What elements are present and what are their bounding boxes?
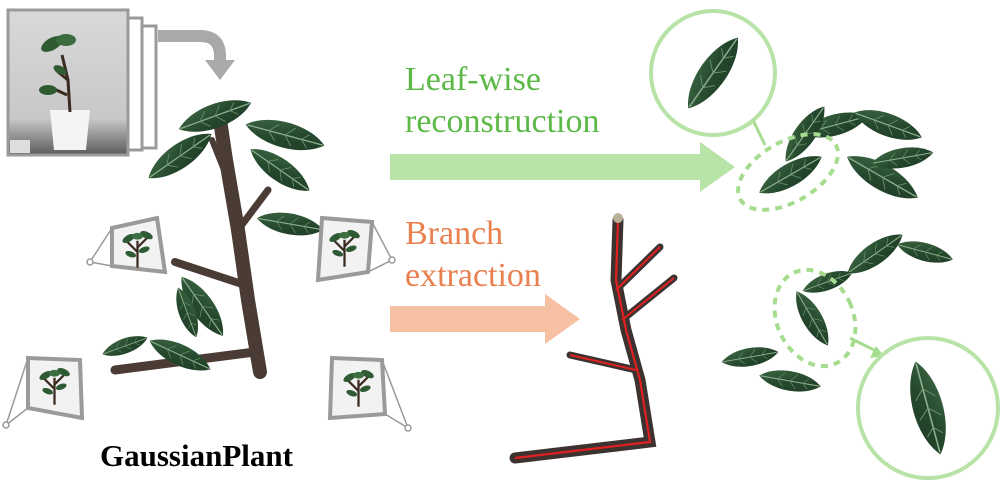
leaf-reconstruction-arrow (390, 142, 735, 192)
branch-extraction-label-line1: Branch (405, 215, 504, 252)
leaf-reconstruction-label-line1: Leaf-wise (405, 61, 541, 98)
leaf-reconstruction-label-line2: reconstruction (405, 103, 600, 140)
branch-extraction-arrow (390, 294, 580, 344)
camera-bottom-left (2, 355, 85, 429)
input-arrow (158, 30, 226, 60)
camera-bottom-right (327, 355, 412, 432)
input-image-stack (6, 8, 158, 157)
input-arrow-head (205, 60, 235, 80)
method-title: GaussianPlant (100, 438, 293, 473)
branch-extraction-label-line2: extraction (405, 257, 541, 294)
gaussian-plant-render (99, 90, 329, 380)
leaf-zoom-top (649, 9, 777, 137)
leaf-zoom-bottom (856, 336, 1000, 480)
input-photo (6, 8, 130, 157)
branch-skeleton (509, 213, 678, 464)
camera-top-left (86, 215, 168, 275)
camera-top-right (315, 215, 396, 283)
